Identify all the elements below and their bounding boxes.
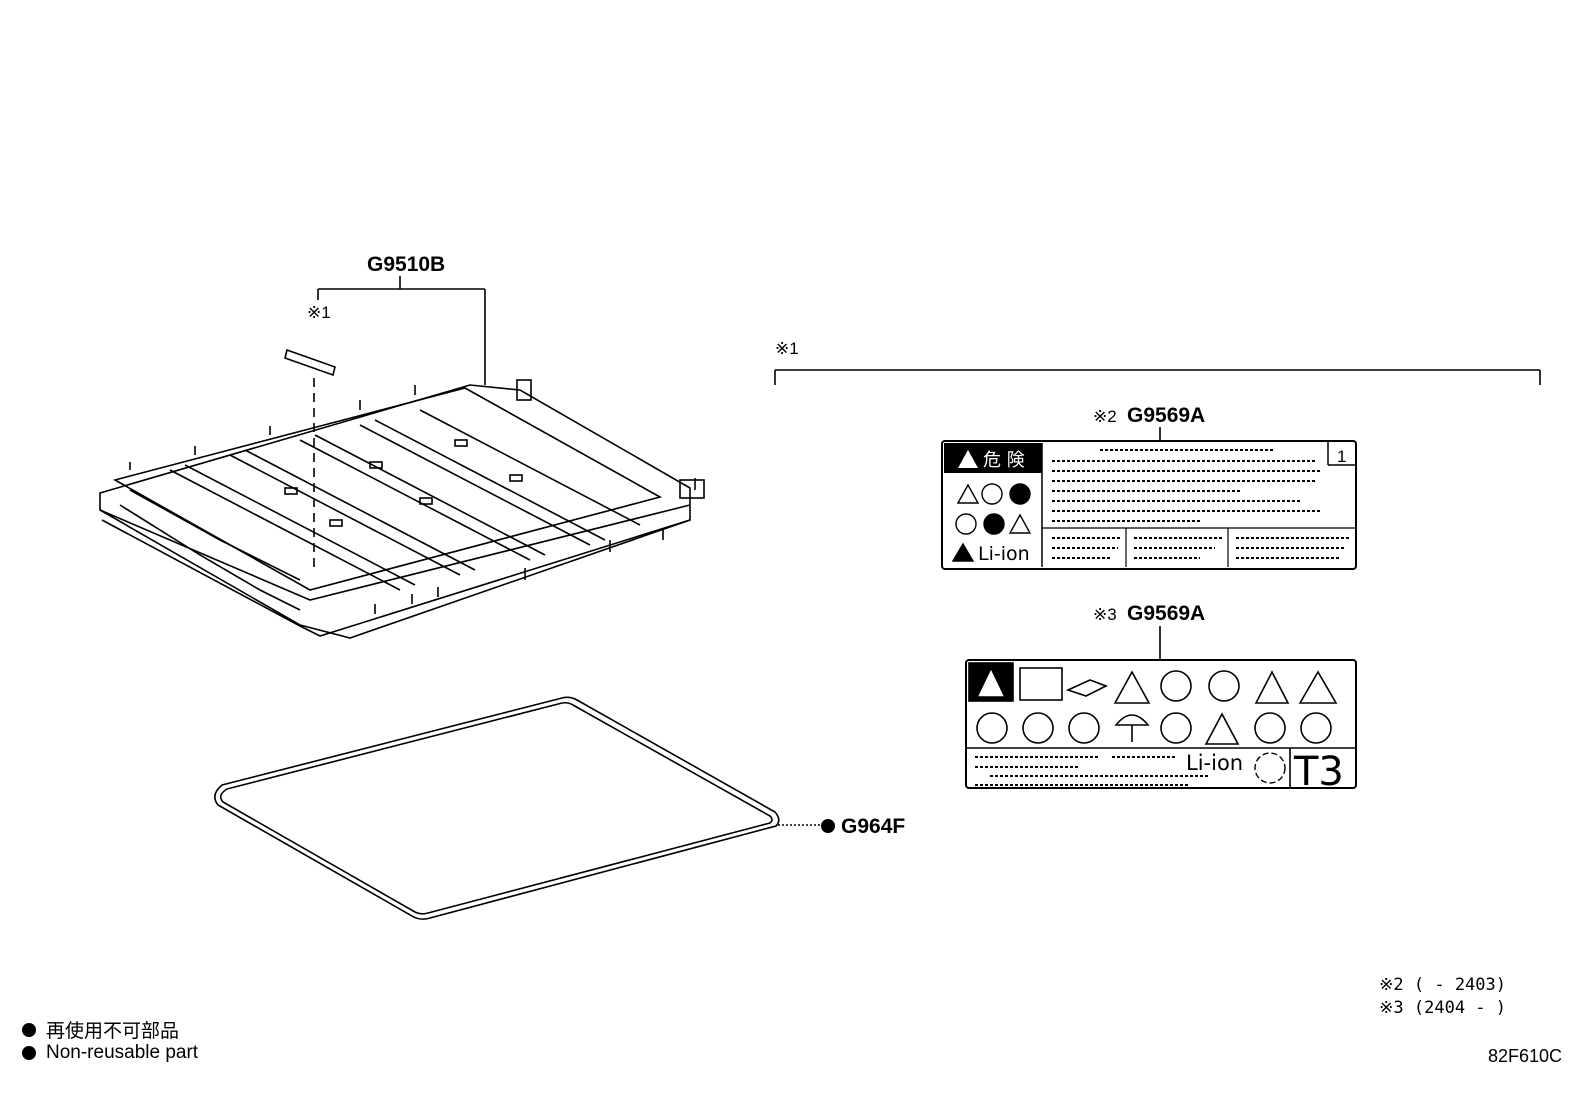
battery-warning-icon bbox=[951, 542, 975, 562]
manual-book-icon bbox=[983, 513, 1005, 535]
battery-tray-illustration bbox=[99, 379, 705, 639]
warning-label-new: Li-ion T3 bbox=[965, 659, 1357, 795]
part-number-label-new[interactable]: G9569A bbox=[1127, 602, 1205, 625]
manual-book-icon bbox=[1019, 667, 1063, 701]
note-mark-2: ※2 bbox=[1093, 407, 1117, 426]
no-heat-icon bbox=[1254, 712, 1286, 744]
flammable-icon bbox=[1254, 670, 1290, 704]
ref-note-3: ※3 (2404 - ) bbox=[1379, 998, 1506, 1018]
danger-heading: 危 険 bbox=[983, 450, 1025, 471]
label-page-number: 1 bbox=[1337, 447, 1346, 466]
prohibition-icon bbox=[981, 483, 1003, 505]
no-disassemble-icon bbox=[1022, 712, 1054, 744]
goggles-icon bbox=[1009, 483, 1031, 505]
gasket-illustration bbox=[214, 696, 780, 920]
no-fire-icon bbox=[1208, 670, 1240, 702]
no-crush-icon bbox=[1068, 712, 1100, 744]
electric-hazard-icon bbox=[1008, 513, 1032, 534]
drawing-number: 82F610C bbox=[1487, 1046, 1562, 1066]
note1-bracket bbox=[774, 369, 1541, 385]
battery-tray-leader bbox=[317, 276, 486, 385]
note-mark-3: ※3 bbox=[1093, 605, 1117, 624]
class-t3-text: T3 bbox=[1293, 749, 1344, 795]
li-ion-text: Li-ion bbox=[978, 543, 1030, 565]
prohibition-icon bbox=[976, 712, 1008, 744]
non-reusable-dot-icon bbox=[22, 1022, 36, 1037]
corrosive-icon bbox=[1204, 712, 1240, 745]
warning-triangle-icon bbox=[958, 450, 978, 468]
no-water-icon bbox=[1160, 712, 1192, 744]
recycle-icon bbox=[1254, 752, 1286, 784]
legend-en-text: Non-reusable part bbox=[46, 1042, 199, 1063]
li-ion-text-new: Li-ion bbox=[1186, 751, 1243, 775]
part-number-gasket[interactable]: G964F bbox=[841, 815, 905, 838]
non-reusable-dot-icon bbox=[22, 1046, 36, 1060]
ref-note-2: ※2 ( - 2403) bbox=[1379, 975, 1506, 995]
legend-jp-text: 再使用不可部品 bbox=[46, 1021, 180, 1042]
tray-label-sticker bbox=[284, 348, 336, 570]
hazard-icon bbox=[956, 483, 980, 504]
no-fire-icon bbox=[955, 513, 977, 535]
keep-dry-icon bbox=[1114, 714, 1150, 742]
part-number-battery-tray[interactable]: G9510B bbox=[367, 253, 445, 276]
legend-jp: 再使用不可部品 bbox=[22, 1016, 179, 1043]
warning-label-old: 危 険 Li-ion 1 bbox=[941, 440, 1357, 570]
explosion-icon bbox=[1298, 670, 1338, 704]
note-mark-1-bracket: ※1 bbox=[775, 339, 799, 358]
tag-icon bbox=[1065, 679, 1108, 697]
non-reusable-dot bbox=[821, 819, 835, 833]
no-touch-icon bbox=[1160, 670, 1192, 702]
legend-en: Non-reusable part bbox=[22, 1042, 198, 1064]
warning-triangle-icon bbox=[975, 666, 1007, 698]
note-mark-1: ※1 bbox=[307, 303, 331, 322]
part-number-label-old[interactable]: G9569A bbox=[1127, 404, 1205, 427]
electric-hazard-icon bbox=[1113, 670, 1151, 704]
no-child-icon bbox=[1300, 712, 1332, 744]
